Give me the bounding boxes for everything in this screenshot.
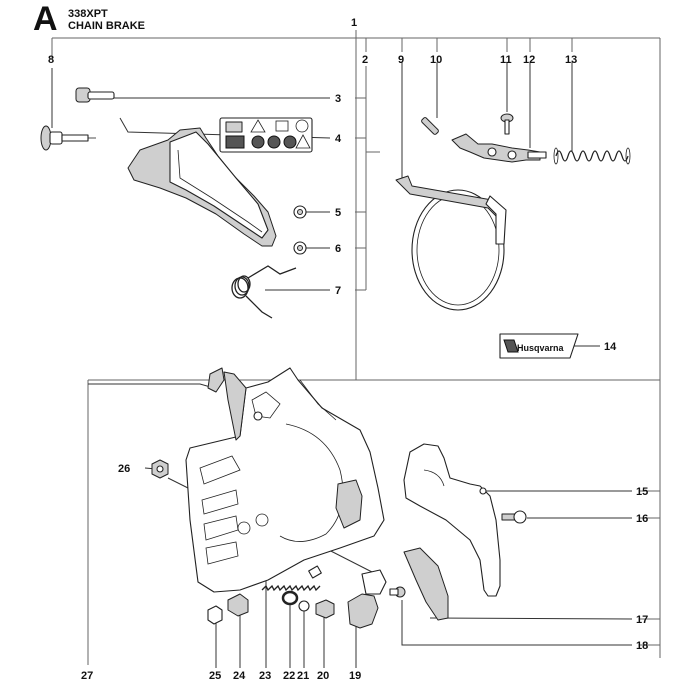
section-letter: A: [33, 0, 58, 38]
callout-27: 27: [81, 670, 93, 682]
callout-6: 6: [335, 243, 341, 255]
part-20-guide: [315, 599, 335, 619]
callout-23: 23: [259, 670, 271, 682]
part-16-screw: [501, 510, 527, 524]
callout-20: 20: [317, 670, 329, 682]
callout-11: 11: [500, 54, 512, 66]
part-8-bolt: [40, 125, 96, 151]
part-23-tension-screw: [261, 565, 322, 592]
callout-5: 5: [335, 207, 341, 219]
part-27-clutch-cover: [185, 367, 385, 593]
callout-25: 25: [209, 670, 221, 682]
leader-lines: [51, 62, 633, 668]
part-3-pin: [75, 87, 115, 103]
callout-12: 12: [523, 54, 535, 66]
part-13-compression-spring: [553, 147, 631, 165]
callout-21: 21: [297, 670, 309, 682]
callout-14: 14: [604, 341, 617, 353]
callout-24: 24: [233, 670, 246, 682]
part-15-cover-plate: [403, 443, 501, 597]
part-10-pin: [421, 117, 439, 135]
callout-22: 22: [283, 670, 295, 682]
callout-18: 18: [636, 640, 648, 652]
callout-4: 4: [335, 133, 342, 145]
brand-decal-text: Husqvarna: [517, 343, 565, 353]
callout-10: 10: [430, 54, 442, 66]
callout-15: 15: [636, 486, 648, 498]
assembly-frame: [51, 30, 661, 665]
callout-numbers: 1 2 3 4 5 6 7 8 9 10 11 12 13 14 15 16 1…: [48, 17, 648, 682]
part-21-washer: [298, 600, 310, 612]
part-19-tensioner-block: [347, 569, 387, 629]
model-title: 338XPT: [68, 8, 108, 20]
callout-7: 7: [335, 285, 341, 297]
part-24-adjuster-nut: [227, 593, 249, 617]
part-22-o-ring: [281, 590, 299, 606]
part-11-screw: [500, 113, 514, 135]
callout-2: 2: [362, 54, 368, 66]
callout-13: 13: [565, 54, 577, 66]
part-7-torsion-spring: [231, 265, 297, 319]
part-4-warning-decal: [219, 117, 313, 153]
callout-1: 1: [351, 17, 357, 29]
part-17-plate: [403, 547, 449, 621]
part-26-nut: [151, 459, 169, 479]
part-14-brand-decal: [499, 333, 579, 359]
callout-26: 26: [118, 463, 130, 475]
section-title: CHAIN BRAKE: [68, 20, 145, 32]
part-9-brake-band: [395, 175, 507, 311]
part-25-cap: [207, 605, 223, 625]
callout-16: 16: [636, 513, 648, 525]
callout-17: 17: [636, 614, 648, 626]
callout-9: 9: [398, 54, 404, 66]
part-18-screw: [389, 586, 406, 598]
part-12-brake-lever: [451, 133, 547, 163]
callout-19: 19: [349, 670, 361, 682]
part-5-clip: [293, 205, 307, 219]
part-6-clip: [293, 241, 307, 255]
callout-3: 3: [335, 93, 341, 105]
part-2-hand-guard: [127, 127, 277, 247]
callout-8: 8: [48, 54, 54, 66]
